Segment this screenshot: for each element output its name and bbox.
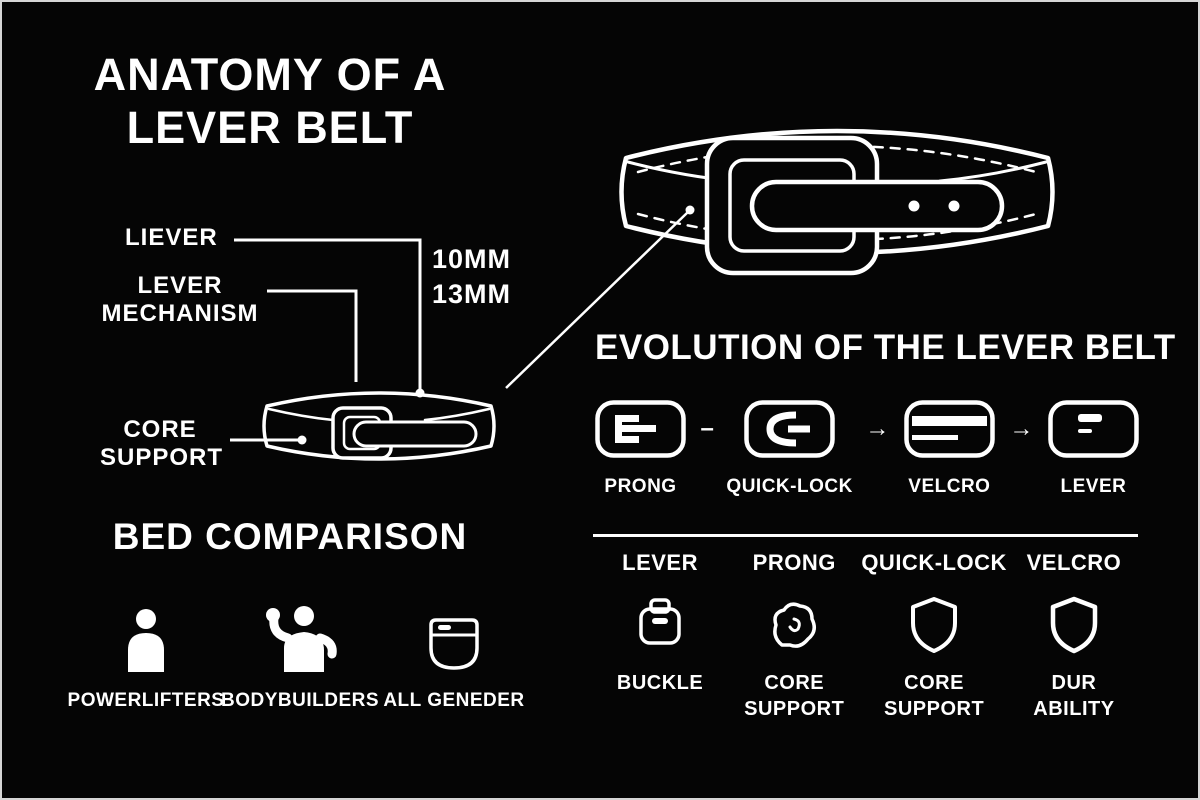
label-lever-mechanism-line1: LEVER <box>137 272 223 299</box>
features-grid: LEVER BUCKLE PRONG <box>593 550 1141 722</box>
evolution-stage-label: LEVER <box>1060 476 1127 497</box>
quicklock-buckle-icon <box>744 400 835 458</box>
shield-icon <box>911 597 958 653</box>
shield-icon <box>1050 596 1098 654</box>
evolution-connector-dash: – <box>700 415 714 442</box>
feature-column-velcro: VELCRO DUR ABILITY <box>1007 550 1141 722</box>
bodybuilder-icon <box>266 606 337 672</box>
buckle-icon <box>639 598 681 645</box>
comparison-item-label: ALL GENEDER <box>383 690 525 711</box>
evolution-stage-prong: PRONG <box>593 398 688 498</box>
lever-arm <box>749 179 1005 233</box>
label-lever-mechanism-line2: MECHANISM <box>101 299 259 327</box>
feature-header: LEVER <box>622 550 698 575</box>
feature-caption: BUCKLE <box>616 672 704 694</box>
feature-column-prong: PRONG CORE SUPPORT <box>727 550 861 722</box>
person-icon <box>128 609 164 672</box>
evolution-connector-arrow-icon: → <box>1009 415 1034 442</box>
label-core-support: CORE SUPPORT <box>100 416 224 471</box>
feature-header: VELCRO <box>1026 550 1122 575</box>
anatomy-title-line1: ANATOMY OF A <box>93 49 447 100</box>
feature-column-lever: LEVER BUCKLE <box>593 550 727 722</box>
evolution-title: EVOLUTION OF THE LEVER BELT <box>595 328 1176 367</box>
prong-buckle-icon <box>595 400 686 458</box>
evolution-stage-quicklock: QUICK-LOCK <box>726 398 852 498</box>
lever-belt-illustration-small <box>262 391 496 461</box>
label-core-support-line1: CORE <box>123 416 197 443</box>
lever-buckle-icon <box>1048 400 1139 458</box>
evolution-stage-label: PRONG <box>604 476 677 497</box>
evolution-stages-row: PRONG – QUICK-LOCK → VELCRO → <box>593 398 1141 498</box>
comparison-items-row: POWERLIFTERS BODYBUILDERS <box>67 592 530 712</box>
evolution-stage-lever: LEVER <box>1046 398 1141 498</box>
evolution-stage-label: QUICK-LOCK <box>726 476 853 497</box>
label-thickness: 10MM 13MM <box>432 242 511 311</box>
feature-caption: CORE SUPPORT <box>744 672 845 720</box>
label-thickness-10mm: 10MM <box>432 244 512 274</box>
comparison-item-bodybuilders: BODYBUILDERS <box>221 592 380 712</box>
label-thickness-13mm: 13MM <box>432 278 512 309</box>
lever-belt-illustration-large <box>619 128 1055 276</box>
feature-column-quicklock: QUICK-LOCK CORE SUPPORT <box>861 550 1007 722</box>
comparison-title: BED COMPARISON <box>112 516 468 557</box>
anatomy-title-line2: LEVER BELT <box>126 102 414 154</box>
comparison-item-powerlifters: POWERLIFTERS <box>67 592 225 712</box>
evolution-stage-velcro: VELCRO <box>902 398 997 498</box>
belt-hole <box>908 200 920 212</box>
evolution-connector-arrow-icon: → <box>865 415 890 442</box>
belt-hole <box>948 200 960 212</box>
comparison-item-label: BODYBUILDERS <box>221 690 380 711</box>
comparison-item-label: POWERLIFTERS <box>67 690 225 711</box>
label-core-support-line2: SUPPORT <box>100 443 224 471</box>
belt-pouch-icon <box>429 618 479 670</box>
core-support-icon <box>773 602 817 648</box>
label-lever: LIEVER <box>125 224 218 251</box>
comparison-item-all-gender: ALL GENEDER <box>378 592 530 712</box>
evolution-stage-label: VELCRO <box>908 476 991 497</box>
feature-header: QUICK-LOCK <box>861 550 1007 575</box>
velcro-buckle-icon <box>904 400 995 458</box>
feature-caption: DUR ABILITY <box>1033 672 1115 720</box>
label-lever-mechanism: LEVER MECHANISM <box>100 272 260 327</box>
feature-caption: CORE SUPPORT <box>883 672 985 720</box>
section-divider-line <box>593 534 1138 537</box>
anatomy-title: ANATOMY OF A LEVER BELT <box>80 48 460 154</box>
feature-header: PRONG <box>752 550 836 575</box>
